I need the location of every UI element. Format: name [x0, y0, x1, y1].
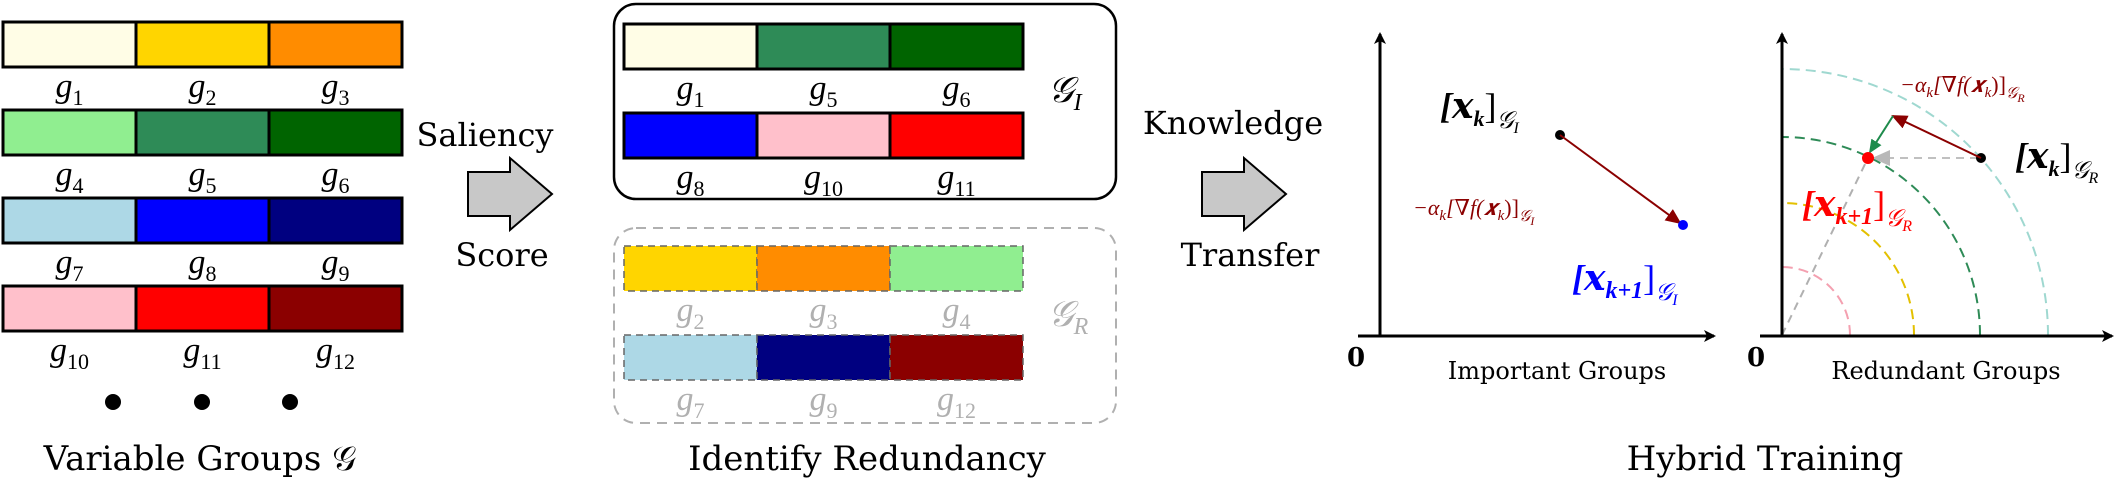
gradient-step-label: −αk[∇f(𝒙k)]𝒢R [1900, 72, 2025, 105]
group-label: g6 [322, 156, 350, 198]
big-right-arrow-icon [467, 155, 554, 233]
group-label: g5 [189, 156, 217, 198]
group-cell [756, 334, 891, 381]
big-right-arrow-icon [1201, 155, 1288, 233]
saliency-arrow: Saliency Score [416, 116, 554, 274]
group-label: g10 [50, 332, 89, 374]
group-cell [623, 334, 758, 381]
distance-arc [1781, 68, 2049, 336]
group-label: g3 [322, 68, 350, 110]
gradient-step-arrow [1891, 115, 1982, 159]
important-groups-box [612, 2, 1118, 201]
group-cell [134, 196, 271, 245]
gradient-step-label: −αk[∇f(𝒙k)]𝒢I [1413, 195, 1535, 228]
group-cell [267, 284, 404, 333]
redundant-groups-box [613, 227, 1117, 424]
green-correction-arrow [1868, 115, 1894, 154]
xk1-label: [𝒙k+1]𝒢I [1572, 258, 1678, 309]
group-label: g7 [677, 381, 705, 423]
xk-label: [𝒙k]𝒢I [1440, 86, 1520, 137]
group-label: g3 [810, 292, 838, 334]
group-label: g8 [189, 244, 217, 286]
origin-label: 0 [1747, 343, 1765, 373]
group-label: g1 [677, 70, 705, 112]
group-label: g4 [56, 156, 84, 198]
group-cell [134, 108, 271, 157]
group-cell [1, 284, 138, 333]
group-label: g8 [677, 159, 705, 201]
distance-arc [1781, 136, 1981, 336]
group-cell [888, 22, 1025, 71]
gradient-step-arrow [1559, 134, 1682, 225]
group-cell [622, 22, 759, 71]
origin-label: 0 [1347, 343, 1365, 373]
hybrid-training-caption: Hybrid Training [1627, 439, 1904, 478]
distance-arc [1781, 266, 1851, 336]
important-groups: g1 g5 g6 g8 g10 g11 [622, 22, 1025, 201]
group-cell [756, 245, 891, 292]
group-label: g5 [810, 70, 838, 112]
group-label: g9 [322, 244, 350, 286]
group-cell [889, 334, 1024, 381]
redundant-groups-plot: 0 Redundant Groups −αk[∇f(𝒙k)]𝒢R [𝒙k]𝒢R … [1747, 32, 2114, 385]
group-label: g2 [677, 292, 705, 334]
group-label: g2 [189, 68, 217, 110]
identify-redundancy-caption: Identify Redundancy [688, 439, 1047, 478]
xk1-label: [𝒙k+1]𝒢R [1802, 184, 1912, 235]
knowledge-label: Knowledge [1143, 104, 1323, 142]
group-cell [1, 108, 138, 157]
ellipsis-dots [105, 394, 298, 410]
group-cell [755, 22, 892, 71]
knowledge-transfer-arrow: Knowledge Transfer [1143, 104, 1323, 274]
score-label: Score [455, 236, 548, 274]
saliency-label: Saliency [416, 116, 553, 154]
group-cell [889, 245, 1024, 292]
projection-ray [1781, 157, 1869, 336]
group-label: g10 [804, 159, 843, 201]
important-set-label: 𝒢I [1048, 70, 1083, 116]
variable-groups-panel: g1 g2 g3 g4 g5 g6 g7 g8 g9 g10 g11 g12 [1, 20, 404, 374]
important-groups-plot: 0 Important Groups [𝒙k]𝒢I −αk[∇f(𝒙k)]𝒢I … [1347, 32, 1716, 385]
redundant-groups: g2 g3 g4 g7 g9 g12 [623, 245, 1024, 423]
gray-arrowhead-icon [1872, 150, 1890, 166]
redundant-groups-axis-label: Redundant Groups [1831, 357, 2060, 385]
group-cell [623, 245, 758, 292]
redundant-set-label: 𝒢R [1048, 294, 1089, 340]
group-label: g12 [937, 381, 976, 423]
group-cell [267, 108, 404, 157]
group-cell [1, 196, 138, 245]
group-cell [622, 111, 759, 160]
group-cell [888, 111, 1025, 160]
group-label: g1 [56, 68, 84, 110]
group-label: g7 [56, 244, 84, 286]
group-cell [1, 20, 138, 69]
group-label: g9 [810, 381, 838, 423]
group-label: g4 [943, 292, 971, 334]
distance-arc [1781, 202, 1915, 336]
xk1-point [1678, 220, 1688, 230]
group-cell [267, 196, 404, 245]
group-label: g11 [183, 332, 221, 374]
transfer-label: Transfer [1181, 236, 1321, 274]
group-label: g12 [316, 332, 355, 374]
important-groups-axis-label: Important Groups [1448, 357, 1666, 385]
group-label: g6 [943, 70, 971, 112]
group-cell [134, 284, 271, 333]
group-cell [134, 20, 271, 69]
group-cell [267, 20, 404, 69]
group-label: g11 [937, 159, 975, 201]
group-cell [755, 111, 892, 160]
xk-label: [𝒙k]𝒢R [2015, 136, 2099, 187]
xk1-point [1862, 152, 1874, 164]
variable-groups-caption: Variable Groups 𝒢 [43, 439, 357, 478]
